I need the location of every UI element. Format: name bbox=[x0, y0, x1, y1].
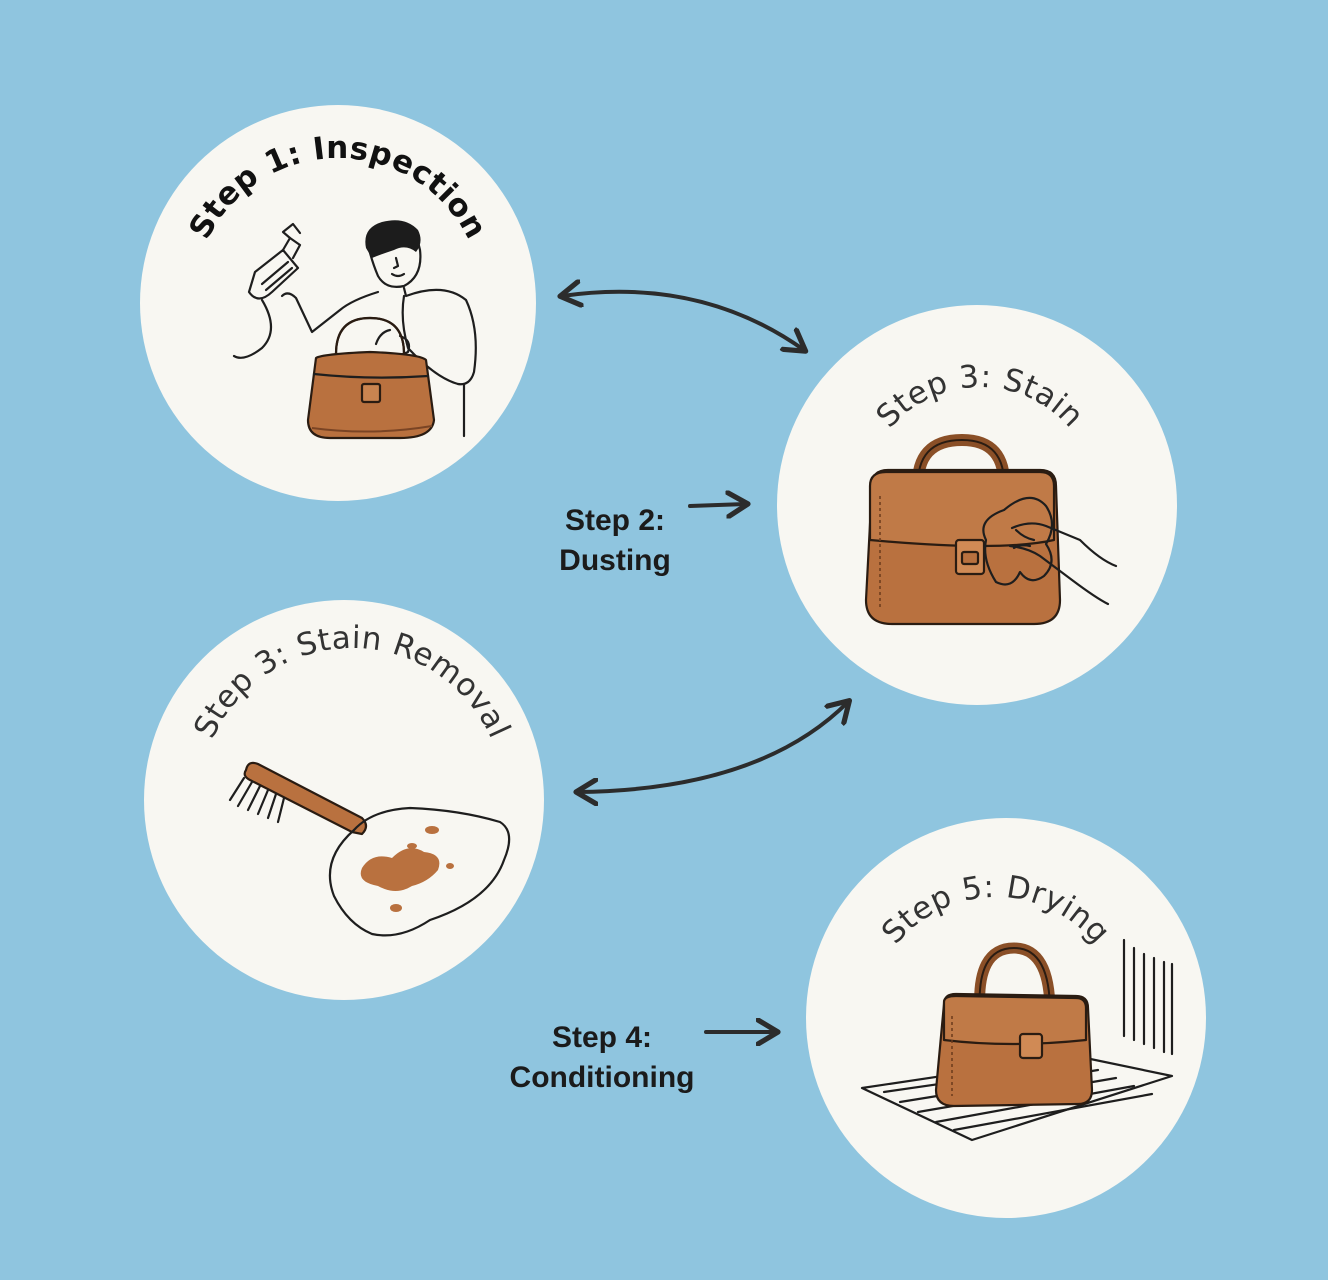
step3a-node: Step 3: Stain bbox=[777, 305, 1177, 705]
handbag-icon bbox=[306, 316, 436, 440]
step5-node: Step 5: Drying bbox=[806, 818, 1206, 1218]
handbag-icon bbox=[864, 433, 1062, 626]
brush-icon bbox=[228, 761, 368, 836]
arrow-step2 bbox=[688, 504, 746, 506]
stain-icon bbox=[328, 806, 511, 937]
radiator-icon bbox=[1122, 938, 1174, 1056]
step2-title: Step 2: bbox=[564, 504, 666, 537]
step4-subtitle: Conditioning bbox=[509, 1061, 695, 1094]
arrow-step3b-step3a bbox=[578, 702, 848, 792]
handbag-icon bbox=[934, 942, 1094, 1108]
step4-title: Step 4: bbox=[551, 1021, 653, 1054]
spray-bottle-icon bbox=[232, 222, 302, 359]
step3b-node: Step 3: Stain Removal bbox=[144, 600, 544, 1000]
step1-circle bbox=[140, 105, 536, 501]
arrow-step1-step3 bbox=[562, 292, 804, 350]
step4-label: Step 4: Conditioning bbox=[482, 1018, 722, 1098]
step3b-circle bbox=[144, 600, 544, 1000]
step2-subtitle: Dusting bbox=[559, 544, 671, 577]
step2-label: Step 2: Dusting bbox=[530, 501, 700, 581]
step1-node: Step 1: Inspection bbox=[140, 105, 536, 501]
cloth-icon bbox=[982, 496, 1118, 606]
person-icon bbox=[280, 220, 477, 438]
